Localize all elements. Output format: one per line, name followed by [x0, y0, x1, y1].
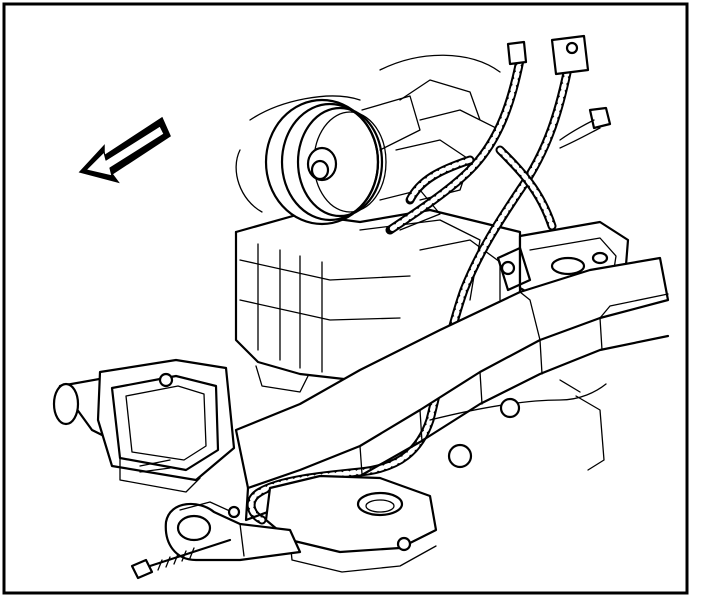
tow-hook	[164, 501, 302, 562]
figure-border	[2, 2, 689, 595]
crossmember	[264, 474, 438, 573]
front-direction-arrow-icon	[78, 116, 171, 184]
frame-rail	[234, 256, 670, 522]
accessory-drive-pulley	[264, 95, 441, 231]
hitch-receiver	[52, 358, 236, 493]
bolt	[130, 538, 232, 580]
